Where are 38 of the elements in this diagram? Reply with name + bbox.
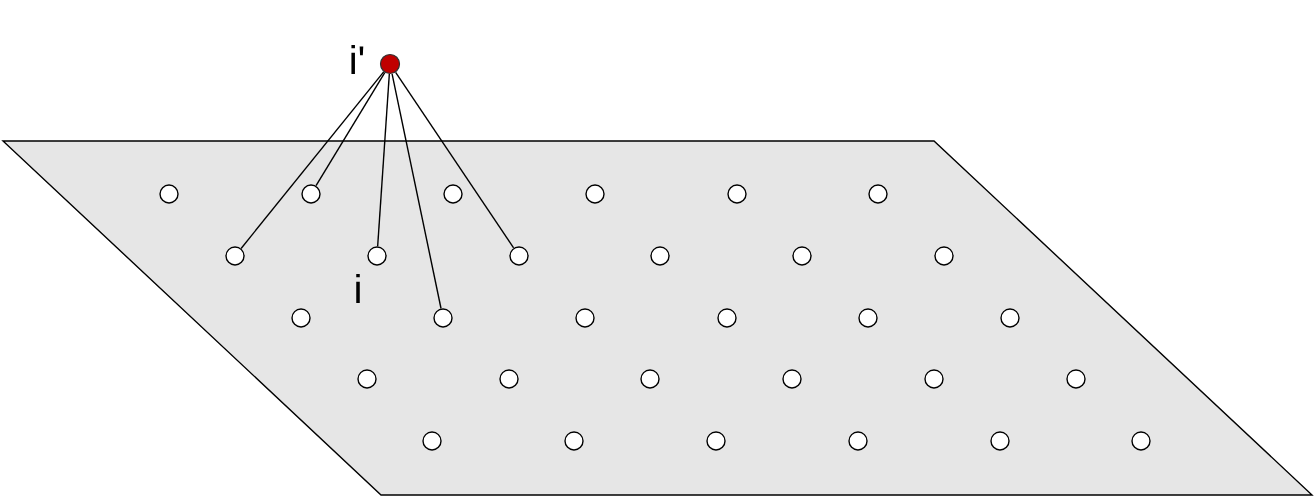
point-label: i'	[351, 45, 364, 74]
hollow-circle	[291, 308, 311, 328]
hollow-circle	[422, 431, 442, 451]
hollow-circle	[499, 369, 519, 389]
hollow-circle	[443, 184, 463, 204]
hollow-circle	[1131, 431, 1151, 451]
hollow-circle	[575, 308, 595, 328]
hollow-circle	[159, 184, 179, 204]
hollow-circle	[848, 431, 868, 451]
hollow-circle	[585, 184, 605, 204]
point-label: i	[356, 274, 360, 303]
hollow-circle	[924, 369, 944, 389]
connecting-line	[391, 73, 442, 310]
hollow-circle	[357, 369, 377, 389]
hollow-circle	[367, 246, 387, 266]
hollow-circle	[717, 308, 737, 328]
connecting-line	[376, 73, 391, 247]
hollow-circle	[990, 431, 1010, 451]
hollow-circle	[792, 246, 812, 266]
hollow-circle	[706, 431, 726, 451]
filled-dot	[379, 53, 401, 75]
hollow-circle	[727, 184, 747, 204]
hollow-circle	[640, 369, 660, 389]
hollow-circle	[509, 246, 529, 266]
hollow-circle	[1066, 369, 1086, 389]
hollow-circle	[301, 184, 321, 204]
hollow-circle	[782, 369, 802, 389]
connecting-line	[240, 71, 385, 250]
hollow-circle	[650, 246, 670, 266]
hollow-circle	[564, 431, 584, 451]
connecting-line	[315, 71, 386, 187]
hollow-circle	[934, 246, 954, 266]
hollow-circle	[858, 308, 878, 328]
connecting-line	[394, 71, 515, 249]
hollow-circle	[433, 308, 453, 328]
hollow-circle	[225, 246, 245, 266]
hollow-circle	[868, 184, 888, 204]
hollow-circle	[1000, 308, 1020, 328]
